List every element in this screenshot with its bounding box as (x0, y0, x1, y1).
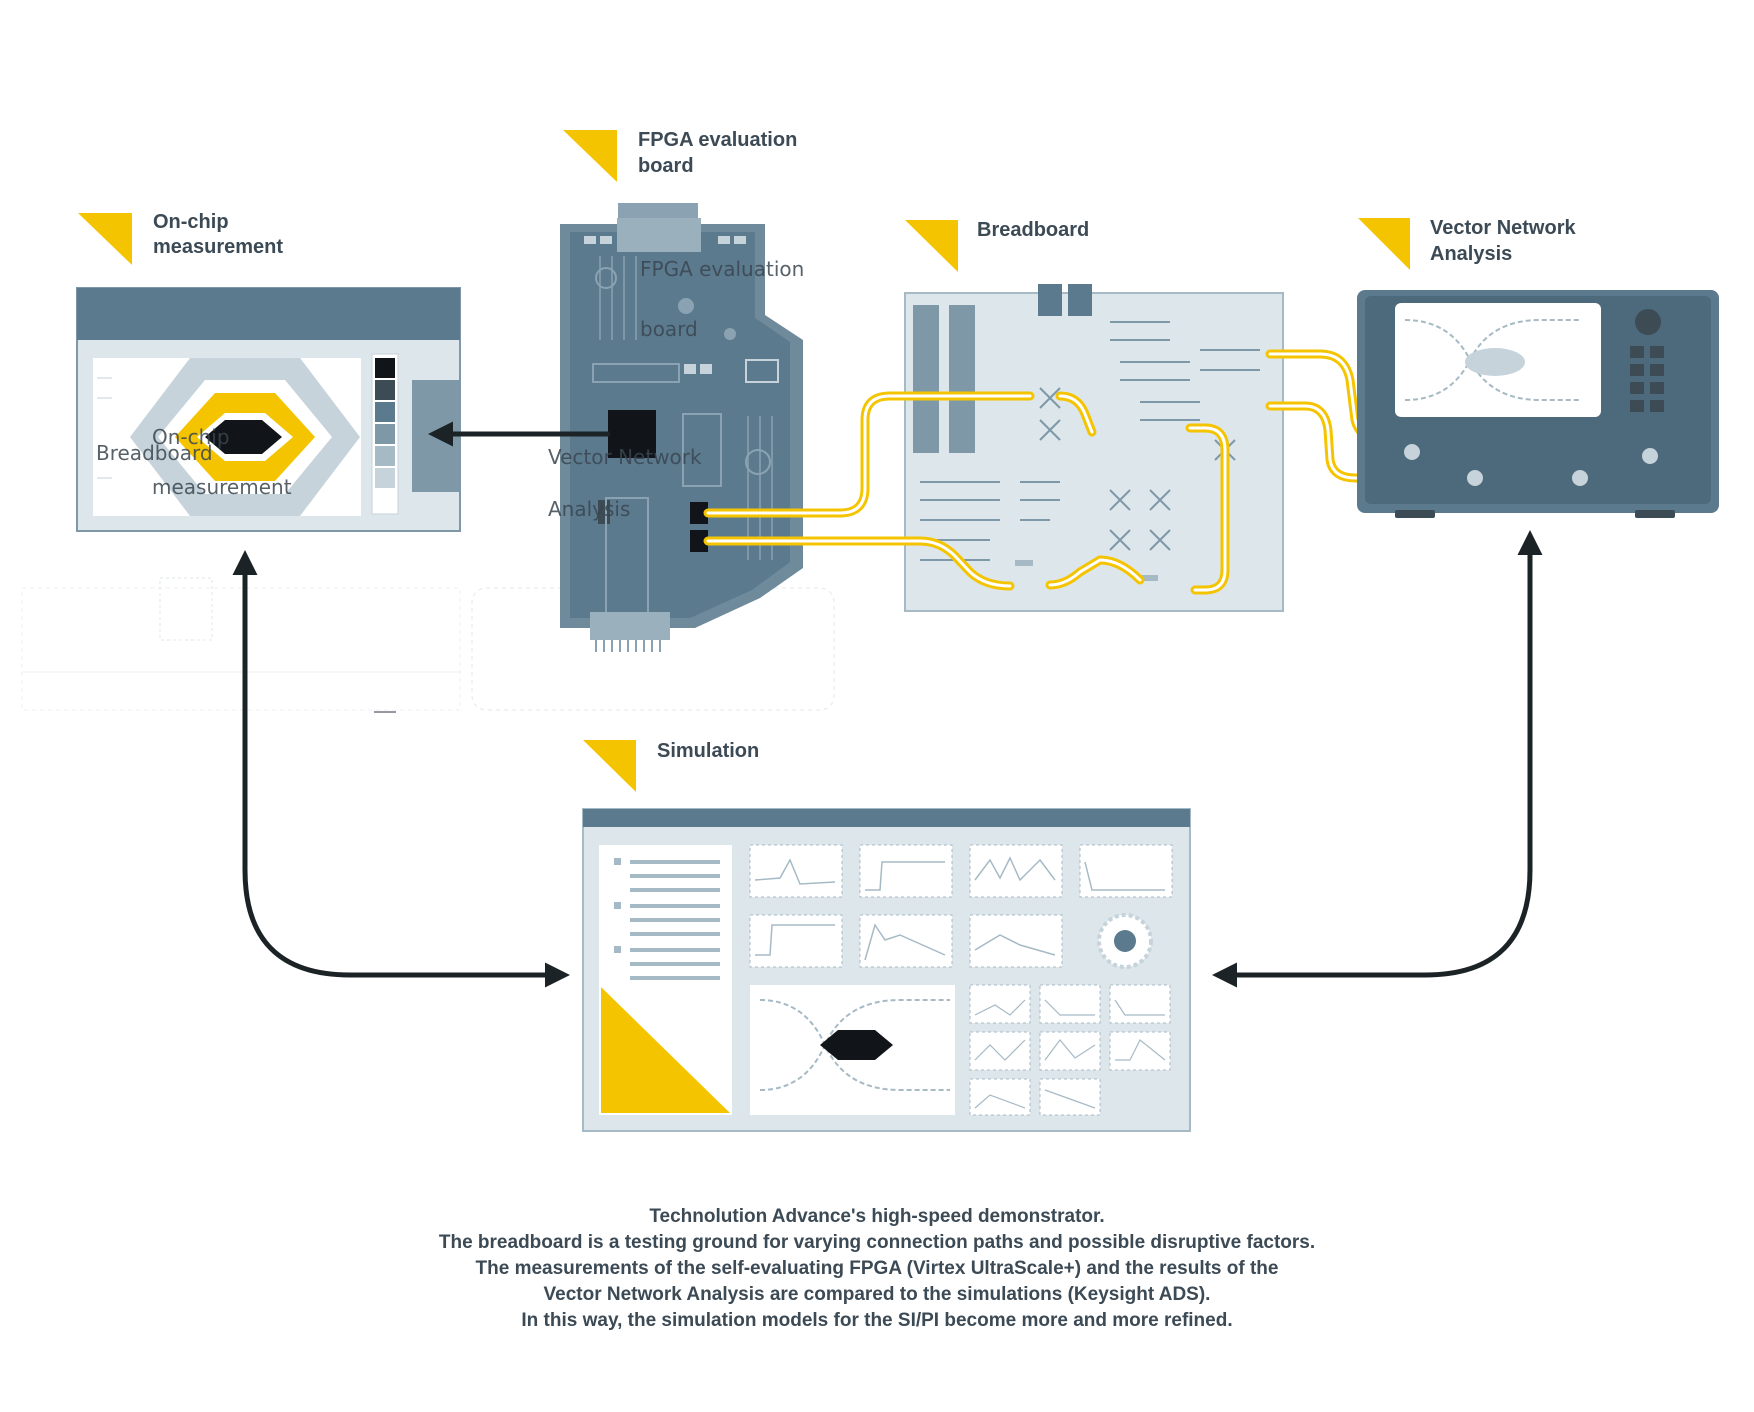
simulation-target-icon (1114, 930, 1136, 952)
fpga-connector-top (690, 502, 708, 524)
caption-line-1: Technolution Advance's high-speed demons… (649, 1206, 1104, 1227)
simulation-window (582, 808, 1191, 1132)
fpga-board (560, 203, 803, 652)
caption-line-5: In this way, the simulation models for t… (521, 1310, 1232, 1331)
onchip-window (76, 287, 461, 532)
simulation-label: Simulation (657, 740, 759, 762)
ghost-onchip-line2: measurement (152, 475, 292, 499)
onchip-label-line1: On-chip (153, 211, 229, 233)
ghost-labels: FPGA evaluation board Vector Network Ana… (96, 257, 804, 521)
fpga-marker-icon (563, 130, 617, 182)
vna-label-group: Vector Network Analysis (1358, 217, 1576, 270)
vna-instrument (1357, 290, 1719, 518)
fpga-label-group: FPGA evaluation board (563, 129, 797, 182)
ghost-vna-line2: Analysis (548, 497, 630, 521)
ghost-fpga-line2: board (640, 317, 698, 341)
simulation-label-group: Simulation (583, 740, 759, 792)
ghost-fpga-line1: FPGA evaluation (640, 257, 804, 281)
ghost-onchip-line1: On-chip (152, 425, 230, 449)
caption-line-4: Vector Network Analysis are compared to … (544, 1284, 1211, 1305)
fpga-chip-icon (608, 410, 656, 458)
ghost-vna-line1: Vector Network (548, 445, 702, 469)
vna-label-line1: Vector Network (1430, 217, 1576, 239)
onchip-label-line2: measurement (153, 236, 283, 258)
eye-center-icon (205, 420, 282, 454)
onchip-label-group: On-chip measurement (78, 211, 283, 265)
onchip-simulation-arrow (232, 550, 570, 988)
caption: Technolution Advance's high-speed demons… (439, 1206, 1315, 1331)
onchip-marker-icon (78, 213, 132, 265)
breadboard-label-group: Breadboard (905, 219, 1089, 272)
caption-line-3: The measurements of the self-evaluating … (476, 1258, 1279, 1279)
breadboard-label: Breadboard (977, 219, 1089, 241)
fpga-connector-bottom (690, 530, 708, 552)
simulation-marker-icon (583, 740, 636, 792)
breadboard-marker-icon (905, 220, 958, 272)
vna-marker-icon (1358, 218, 1410, 270)
fpga-label-line2: board (638, 155, 694, 177)
caption-line-2: The breadboard is a testing ground for v… (439, 1232, 1315, 1253)
simulation-yellow-triangle (601, 987, 730, 1113)
fpga-label-line1: FPGA evaluation (638, 129, 797, 151)
simulation-eye-icon (820, 1030, 893, 1060)
vna-label-line2: Analysis (1430, 243, 1512, 265)
ghost-breadboard: Breadboard (96, 441, 213, 465)
vna-simulation-arrow (1212, 530, 1543, 988)
